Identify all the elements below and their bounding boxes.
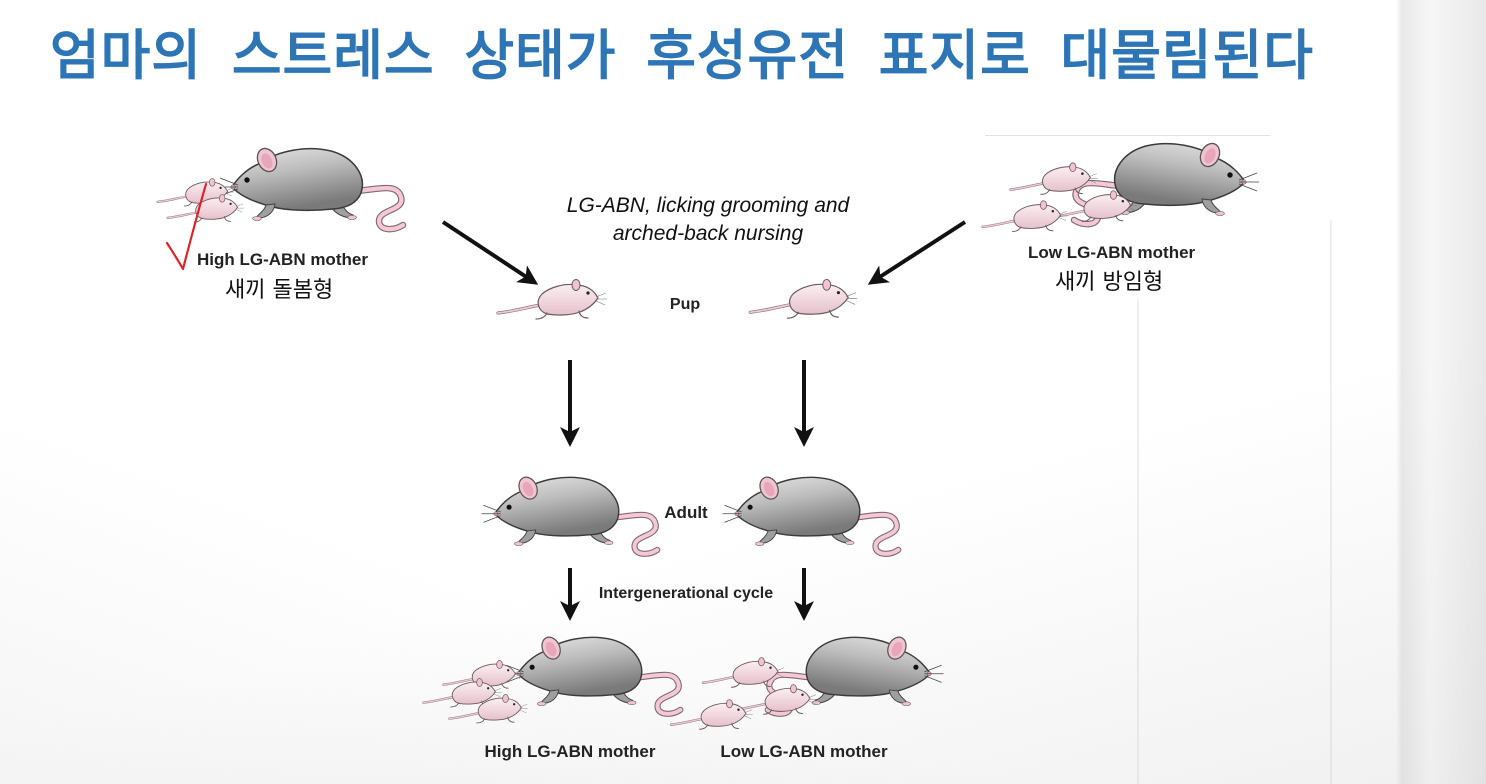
adult-mouse-left (482, 474, 658, 554)
bottom-left-label: High LG-ABN mother (485, 742, 656, 761)
red-check-mark (165, 182, 208, 271)
intergenerational-cycle-label: Intergenerational cycle (599, 585, 773, 602)
pup-mouse-left (496, 277, 609, 321)
top-right-note: 새끼 방임형 (1055, 270, 1163, 295)
pup-mouse (669, 698, 754, 731)
stage-label-adult: Adult (664, 503, 708, 522)
mother-mouse (218, 145, 403, 229)
caption-line-2: arched-back nursing (613, 222, 804, 245)
arrow-high-mother-to-pup (441, 220, 539, 285)
adult-mouse-right (723, 474, 899, 554)
low-lg-abn-mother-illustration-bottom (669, 634, 943, 731)
stage-label-pup: Pup (670, 296, 700, 313)
bottom-right-label: Low LG-ABN mother (720, 742, 888, 761)
slide-title: 엄마의 스트레스 상태가 후성유전 표지로 대물림된다 (50, 24, 1314, 87)
pup-mouse-right (748, 277, 859, 320)
caption-line-1: LG-ABN, licking grooming and (567, 194, 851, 217)
arrow-low-mother-to-pup (867, 220, 967, 285)
top-left-note: 새끼 돌봄형 (225, 278, 333, 303)
high-lg-abn-mother-illustration-bottom (422, 634, 681, 725)
top-left-label: High LG-ABN mother (197, 250, 368, 269)
background-line (1330, 220, 1332, 784)
high-lg-abn-mother-illustration-top (156, 145, 403, 229)
top-right-label: Low LG-ABN mother (1028, 243, 1196, 262)
background-line (1137, 300, 1139, 784)
pup-mouse (733, 683, 818, 716)
mother-mouse (505, 634, 681, 714)
